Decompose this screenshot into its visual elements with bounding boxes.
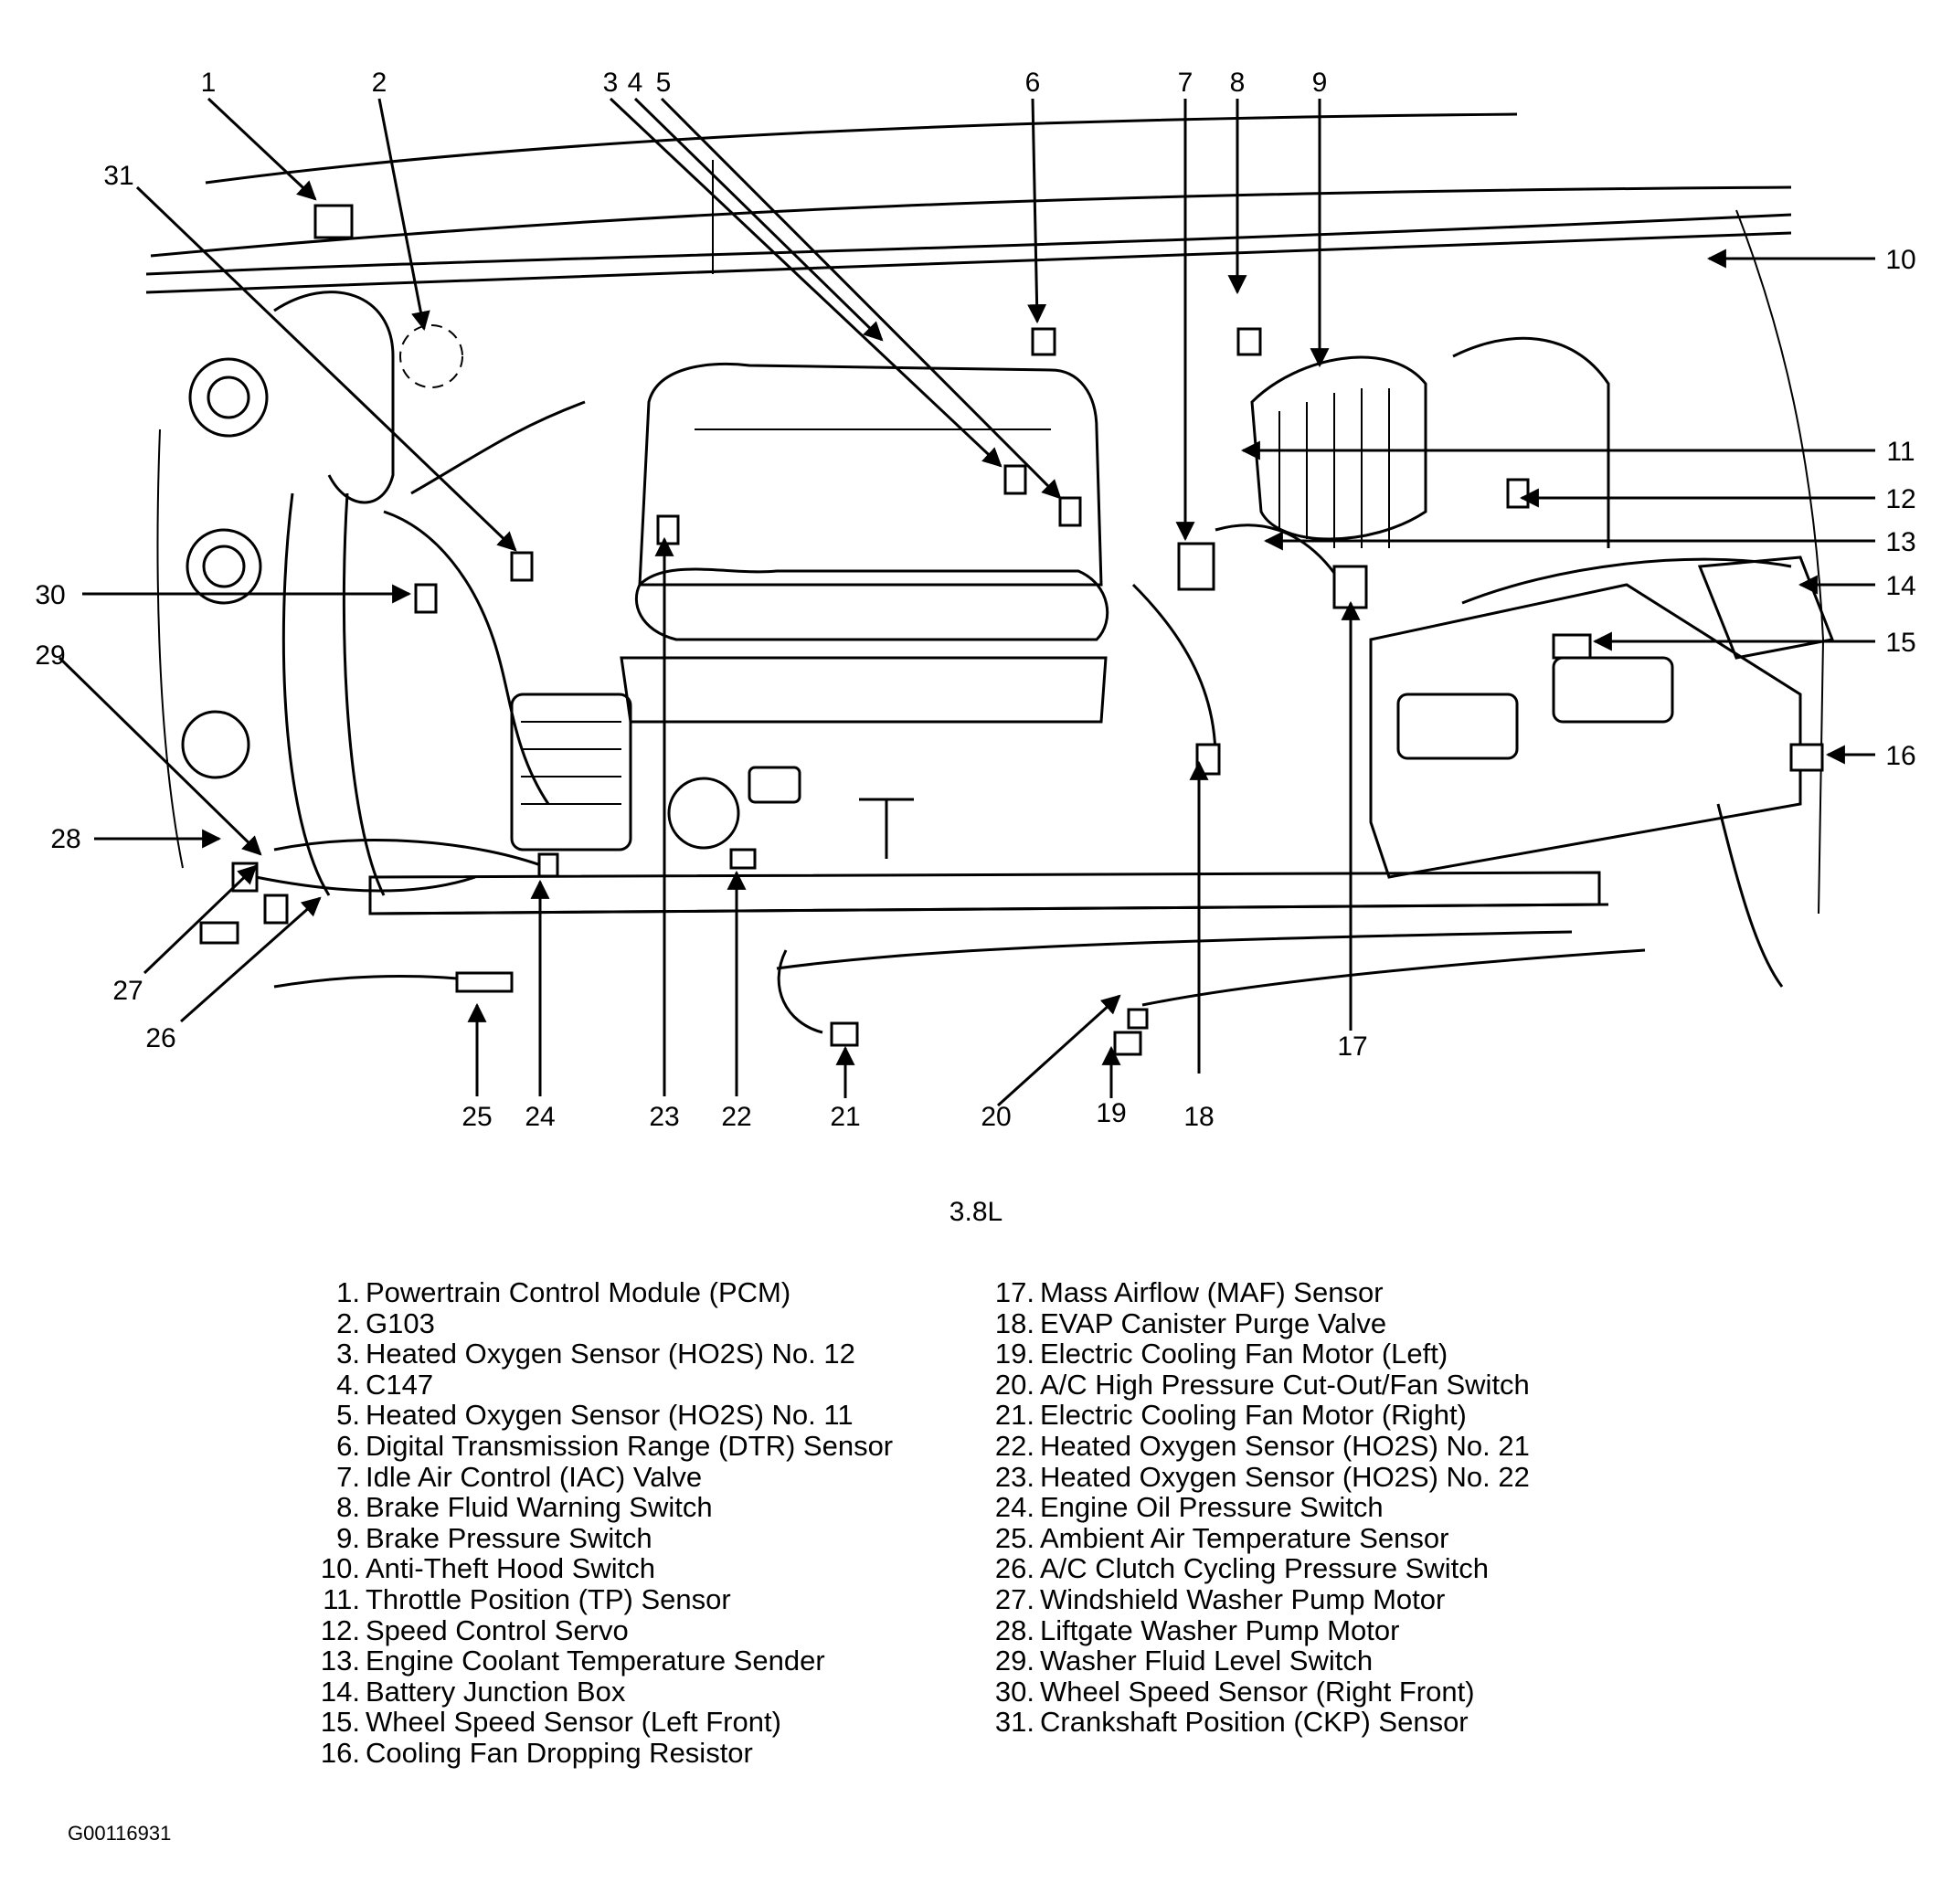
legend-item: 31.Crankshaft Position (CKP) Sensor [994,1706,1469,1739]
legend-item: 22.Heated Oxygen Sensor (HO2S) No. 21 [994,1429,1530,1462]
legend-item: 1.Powertrain Control Module (PCM) [336,1276,791,1308]
legend-item: 14.Battery Junction Box [320,1675,626,1708]
callout-7: 7 [1178,68,1193,98]
legend-item: 11.Throttle Position (TP) Sensor [323,1582,731,1615]
engine-caption: 3.8L [949,1197,1003,1227]
legend-item: 27.Windshield Washer Pump Motor [994,1582,1446,1615]
legend-left-column: 1.Powertrain Control Module (PCM) 2.G103… [311,1277,893,1769]
callout-2: 2 [372,68,387,98]
legend-item: 28.Liftgate Washer Pump Motor [994,1613,1400,1646]
legend-item: 19.Electric Cooling Fan Motor (Left) [994,1338,1448,1370]
legend-item: 20.A/C High Pressure Cut-Out/Fan Switch [994,1368,1530,1401]
legend-item: 25.Ambient Air Temperature Sensor [994,1521,1449,1554]
legend-item: 26.A/C Clutch Cycling Pressure Switch [994,1552,1489,1585]
callout-31: 31 [103,161,133,191]
callout-14: 14 [1885,571,1915,601]
callout-23: 23 [649,1102,679,1132]
callout-24: 24 [525,1102,555,1132]
legend-right-column: 17.Mass Airflow (MAF) Sensor 18.EVAP Can… [985,1277,1530,1738]
callout-numbers: 1 2 3 4 5 6 7 8 9 10 11 12 13 14 15 16 1… [35,68,1915,1132]
callout-5: 5 [656,68,672,98]
callout-19: 19 [1096,1098,1126,1128]
callout-4: 4 [628,68,643,98]
legend-item: 23.Heated Oxygen Sensor (HO2S) No. 22 [994,1460,1530,1493]
legend-item: 16.Cooling Fan Dropping Resistor [320,1736,753,1769]
figure-id: G00116931 [68,1822,172,1845]
legend-item: 17.Mass Airflow (MAF) Sensor [994,1276,1384,1308]
callout-13: 13 [1885,527,1915,557]
legend-item: 8.Brake Fluid Warning Switch [336,1491,713,1524]
callout-25: 25 [461,1102,492,1132]
callout-27: 27 [112,976,143,1006]
callout-15: 15 [1885,628,1915,658]
callout-28: 28 [50,824,80,854]
callout-20: 20 [981,1102,1011,1132]
legend-item: 24.Engine Oil Pressure Switch [994,1491,1384,1524]
callout-30: 30 [35,580,65,610]
callout-8: 8 [1230,68,1246,98]
callout-11: 11 [1886,437,1915,467]
callout-29: 29 [35,640,65,671]
legend-item: 5.Heated Oxygen Sensor (HO2S) No. 11 [336,1399,854,1432]
callout-22: 22 [721,1102,751,1132]
callout-16: 16 [1885,741,1915,771]
callout-10: 10 [1885,245,1915,275]
legend-item: 15.Wheel Speed Sensor (Left Front) [320,1706,781,1739]
callout-3: 3 [603,68,619,98]
legend-item: 9.Brake Pressure Switch [336,1521,652,1554]
callout-1: 1 [201,68,217,98]
callout-26: 26 [145,1023,175,1053]
engine-compartment-diagram: 1 2 3 4 5 6 7 8 9 10 11 12 13 14 15 16 1… [35,68,1915,1132]
legend-item: 13.Engine Coolant Temperature Sender [320,1645,825,1677]
legend-item: 2.G103 [336,1306,435,1339]
legend-item: 7.Idle Air Control (IAC) Valve [336,1460,703,1493]
callout-21: 21 [830,1102,860,1132]
callout-18: 18 [1183,1102,1214,1132]
legend-item: 10.Anti-Theft Hood Switch [320,1552,656,1585]
legend-item: 21.Electric Cooling Fan Motor (Right) [994,1399,1467,1432]
legend-item: 18.EVAP Canister Purge Valve [994,1306,1387,1339]
engine-line-art [145,112,1835,1056]
legend-item: 6.Digital Transmission Range (DTR) Senso… [336,1429,894,1462]
callout-12: 12 [1885,484,1915,514]
callout-6: 6 [1025,68,1041,98]
legend-item: 12.Speed Control Servo [320,1613,629,1646]
callout-17: 17 [1337,1031,1367,1062]
legend-item: 29.Washer Fluid Level Switch [994,1645,1374,1677]
callout-leaders [58,97,1875,1107]
legend-item: 3.Heated Oxygen Sensor (HO2S) No. 12 [336,1338,855,1370]
legend-item: 4.C147 [336,1368,434,1401]
callout-9: 9 [1312,68,1328,98]
legend-item: 30.Wheel Speed Sensor (Right Front) [994,1675,1475,1708]
